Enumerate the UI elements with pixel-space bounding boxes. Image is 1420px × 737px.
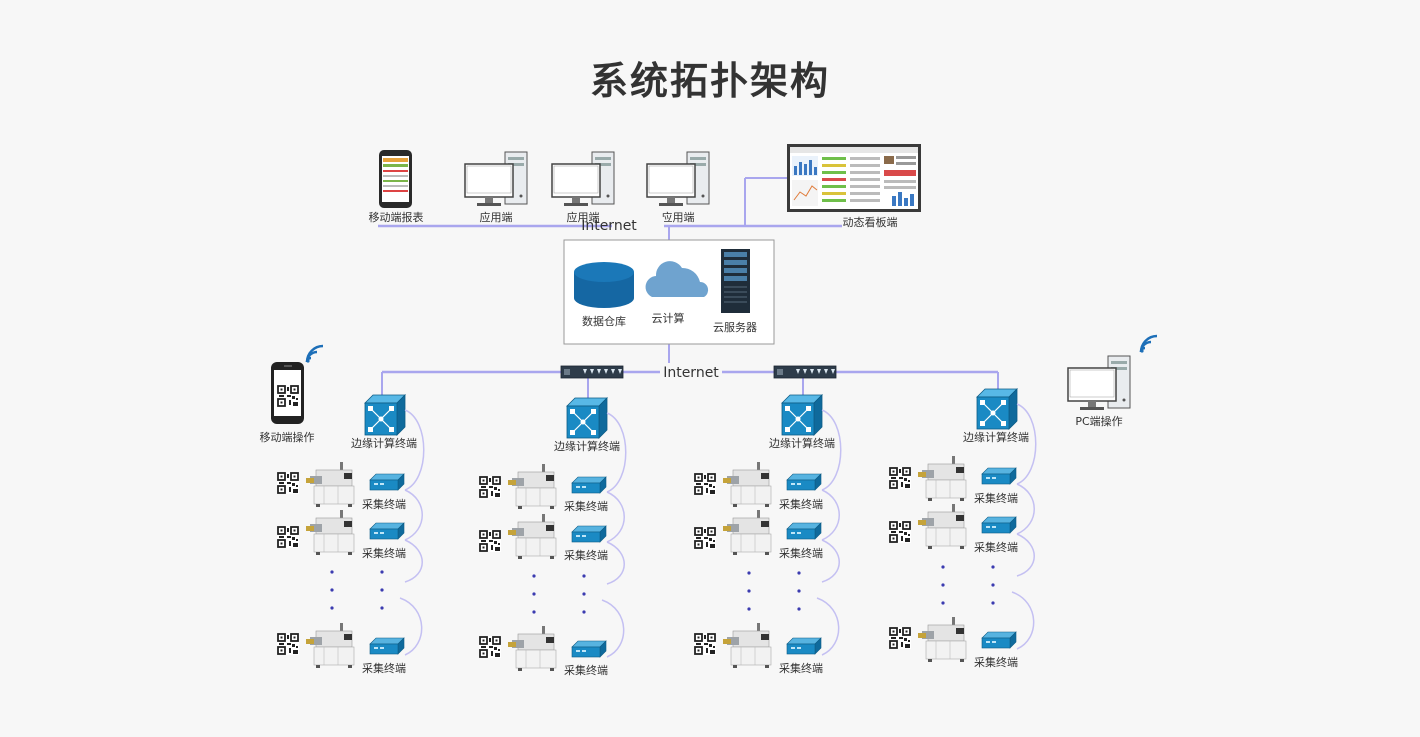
wifi-icon xyxy=(1139,334,1159,354)
label-collect-terminal: 采集终端 xyxy=(779,546,823,560)
network-switch-1 xyxy=(560,365,624,379)
qr-code-icon xyxy=(888,520,912,544)
label-data-warehouse: 数据仓库 xyxy=(582,314,626,328)
label-edge-terminal: 边缘计算终端 xyxy=(554,439,620,453)
label-internet-bottom: Internet xyxy=(663,365,719,381)
label-pc-operation: PC端操作 xyxy=(1075,414,1122,428)
qr-code-icon xyxy=(478,475,502,499)
collect-terminal-icon xyxy=(369,522,405,540)
app-client-pc-3 xyxy=(646,151,710,207)
qr-code-icon xyxy=(888,466,912,490)
wifi-icon xyxy=(305,344,325,364)
collect-terminal-icon xyxy=(981,631,1017,649)
cloud-computing-icon xyxy=(645,261,709,297)
data-warehouse-icon xyxy=(574,262,634,308)
machine-icon xyxy=(722,461,772,508)
machine-icon xyxy=(917,503,967,550)
app-client-pc-2 xyxy=(551,151,615,207)
machine-icon xyxy=(305,622,355,669)
label-app-client-1: 应用端 xyxy=(480,210,513,224)
label-mobile-report: 移动端报表 xyxy=(369,210,424,224)
label-cloud-computing: 云计算 xyxy=(652,311,685,325)
qr-code-icon xyxy=(693,472,717,496)
edge-terminal-icon xyxy=(364,394,406,436)
machine-icon xyxy=(305,461,355,508)
machine-icon xyxy=(722,622,772,669)
label-collect-terminal: 采集终端 xyxy=(362,497,406,511)
page-title: 系统拓扑架构 xyxy=(589,59,830,103)
collect-terminal-icon xyxy=(981,467,1017,485)
collect-terminal-icon xyxy=(786,522,822,540)
pc-operation-computer xyxy=(1067,355,1131,411)
label-collect-terminal: 采集终端 xyxy=(974,491,1018,505)
machine-icon xyxy=(507,463,557,510)
qr-code-icon xyxy=(276,471,300,495)
machine-icon xyxy=(507,513,557,560)
label-edge-terminal: 边缘计算终端 xyxy=(351,436,417,450)
collect-terminal-icon xyxy=(571,525,607,543)
edge-group-1: 边缘计算终端 采集终端 采集终端 采集终端 xyxy=(276,394,425,675)
label-collect-terminal: 采集终端 xyxy=(974,655,1018,669)
qr-code-icon xyxy=(276,632,300,656)
edge-group-2: 边缘计算终端 采集终端 采集终端 采集终端 xyxy=(478,397,627,677)
machine-icon xyxy=(917,455,967,502)
cloud-server-icon xyxy=(721,249,750,313)
collect-terminal-icon xyxy=(786,473,822,491)
label-edge-terminal: 边缘计算终端 xyxy=(963,430,1029,444)
machine-icon xyxy=(507,625,557,672)
qr-code-icon xyxy=(478,529,502,553)
edge-terminal-icon xyxy=(566,397,608,439)
edge-group-3: 边缘计算终端 采集终端 采集终端 采集终端 xyxy=(693,394,842,675)
collect-terminal-icon xyxy=(369,473,405,491)
label-collect-terminal: 采集终端 xyxy=(362,661,406,675)
qr-code-icon xyxy=(693,526,717,550)
qr-code-icon xyxy=(276,525,300,549)
collect-terminal-icon xyxy=(981,516,1017,534)
machine-icon xyxy=(917,616,967,663)
label-dashboard: 动态看板端 xyxy=(843,215,898,229)
edge-group-4: 边缘计算终端 采集终端 采集终端 采集终端 xyxy=(888,388,1037,669)
collect-terminal-icon xyxy=(786,637,822,655)
collect-terminal-icon xyxy=(571,640,607,658)
qr-code-icon xyxy=(276,384,300,408)
qr-code-icon xyxy=(478,635,502,659)
label-collect-terminal: 采集终端 xyxy=(779,497,823,511)
label-cloud-server: 云服务器 xyxy=(713,321,757,334)
label-collect-terminal: 采集终端 xyxy=(564,663,608,677)
label-app-client-2: 应用端 xyxy=(567,210,600,224)
collect-terminal-icon xyxy=(369,637,405,655)
app-client-pc-1 xyxy=(464,151,528,207)
mobile-report-phone xyxy=(379,150,412,208)
label-mobile-operation: 移动端操作 xyxy=(260,430,315,444)
label-collect-terminal: 采集终端 xyxy=(564,499,608,513)
qr-code-icon xyxy=(888,626,912,650)
label-collect-terminal: 采集终端 xyxy=(974,540,1018,554)
machine-icon xyxy=(305,509,355,556)
dashboard-screen xyxy=(787,144,921,212)
label-collect-terminal: 采集终端 xyxy=(779,661,823,675)
edge-terminal-icon xyxy=(976,388,1018,430)
collect-terminal-icon xyxy=(571,476,607,494)
label-internet-top: Internet xyxy=(581,218,637,234)
network-switch-2 xyxy=(773,365,837,379)
label-collect-terminal: 采集终端 xyxy=(564,548,608,562)
label-collect-terminal: 采集终端 xyxy=(362,546,406,560)
label-edge-terminal: 边缘计算终端 xyxy=(769,436,835,450)
machine-icon xyxy=(722,509,772,556)
label-app-client-3: 应用端 xyxy=(662,210,695,224)
qr-code-icon xyxy=(693,632,717,656)
edge-terminal-icon xyxy=(781,394,823,436)
